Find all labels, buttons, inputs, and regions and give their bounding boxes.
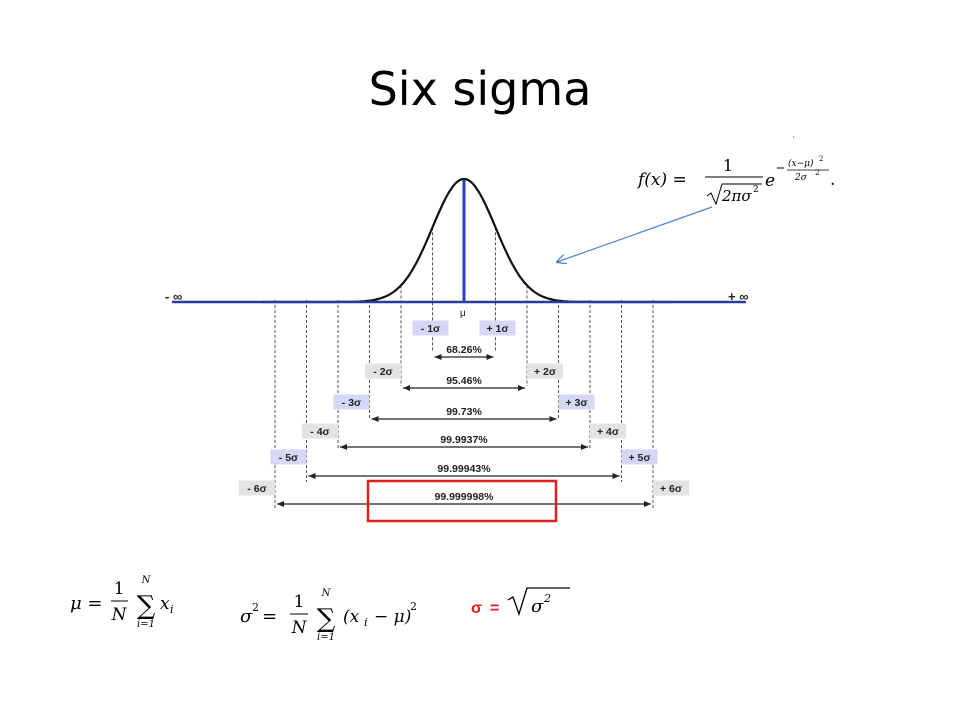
variance-square: 2 (252, 601, 259, 614)
variance-sum-icon: ∑ (317, 604, 336, 634)
pdf-exp-numerator: (x−μ) (788, 158, 814, 169)
range-label-bg-minus1 (412, 320, 449, 336)
range-label-bg-plus5 (621, 449, 658, 465)
mean-label: μ (460, 308, 466, 319)
pdf-lhs: f(x) = (636, 170, 687, 190)
bell-curve (262, 177, 672, 304)
pdf-numerator: 1 (723, 156, 733, 175)
range-label-bg-minus5 (270, 449, 307, 465)
sigma-radicand-square: 2 (543, 592, 551, 605)
pdf-exp-num-square: 2 (819, 155, 823, 163)
mean-formula: μ = 1 N N ∑ i=1 x i (70, 575, 174, 630)
range-label-bg-minus2 (365, 363, 401, 379)
pdf-exp-base: e (765, 171, 775, 191)
range-label-bg-plus2 (527, 363, 563, 379)
range-percent-4: 99.9937% (440, 434, 488, 446)
variance-eq: = (262, 606, 277, 627)
mean-frac-den: N (111, 605, 128, 625)
range-label-minus4: - 4σ (310, 426, 329, 438)
mean-frac-num: 1 (114, 579, 125, 599)
mean-sum-icon: ∑ (137, 591, 156, 621)
slide-title: Six sigma (368, 62, 592, 116)
mean-term: x (160, 594, 170, 614)
range-percent-3: 99.73% (446, 406, 482, 418)
range-label-bg-plus6 (653, 480, 689, 496)
range-label-plus3: + 3σ (565, 397, 587, 409)
range-percent-6: 99.999998% (435, 491, 495, 503)
mean-sum-lower: i=1 (137, 619, 155, 630)
range-label-minus5: - 5σ (279, 452, 298, 464)
range-percent-1: 68.26% (446, 344, 482, 356)
pdf-exp-den-square: 2 (815, 169, 819, 177)
pdf-end: . (830, 170, 835, 190)
plus-infinity-label: + ∞ (728, 289, 748, 304)
range-label-minus1: - 1σ (421, 323, 440, 335)
range-label-plus4: + 4σ (597, 426, 619, 438)
highlight-box (366, 479, 558, 523)
formula-tick-mark: ' (793, 135, 795, 144)
sigma-radicand: σ (531, 596, 544, 617)
range-label-plus5: + 5σ (628, 452, 650, 464)
pdf-den-square: 2 (753, 185, 759, 195)
range-percent-2: 95.46% (446, 375, 482, 387)
mean-lhs: μ = (70, 593, 103, 614)
variance-sum-upper: N (321, 588, 332, 599)
range-label-minus6: - 6σ (247, 483, 266, 495)
pdf-denominator: 2πσ (721, 187, 752, 205)
variance-outer-square: 2 (410, 600, 417, 613)
variance-sum-lower: i=1 (317, 632, 335, 643)
range-label-minus2: - 2σ (373, 366, 392, 378)
mean-term-sub: i (170, 603, 174, 616)
sigma-formula: σ = σ 2 (471, 587, 570, 617)
sigma-ranges: - 1σ + 1σ 68.26% - 2σ + 2σ 95.46% - 3σ + 3σ 99.7… (239, 320, 689, 507)
variance-formula: σ 2 = 1 N N ∑ i=1 (x i − μ) 2 (240, 588, 417, 643)
range-label-bg-plus3 (558, 394, 595, 410)
variance-term: (x (343, 607, 360, 627)
range-percent-5: 99.99943% (437, 463, 491, 475)
range-label-plus6: + 6σ (660, 483, 682, 495)
minus-infinity-label: - ∞ (165, 289, 182, 304)
square-root-icon (507, 587, 570, 617)
sigma-lhs: σ (471, 600, 482, 617)
formula-pointer-arrow (557, 206, 713, 262)
range-label-plus2: + 2σ (534, 366, 556, 378)
range-label-minus3: - 3σ (342, 397, 361, 409)
range-label-bg-minus6 (239, 480, 275, 496)
variance-frac-num: 1 (294, 592, 305, 612)
pdf-formula: f(x) = 1 2πσ 2 e (x−μ) 2 2σ 2 . (636, 155, 835, 206)
mean-sum-upper: N (141, 575, 152, 586)
variance-rest: − μ) (374, 607, 411, 627)
range-label-bg-plus1 (479, 320, 516, 336)
sigma-eq: = (490, 600, 499, 617)
variance-term-sub: i (364, 616, 368, 629)
range-label-plus1: + 1σ (486, 323, 508, 335)
range-label-bg-minus4 (302, 423, 338, 439)
range-label-bg-plus4 (590, 423, 626, 439)
variance-frac-den: N (291, 618, 308, 638)
range-label-bg-minus3 (333, 394, 370, 410)
pdf-exp-denominator: 2σ (794, 173, 808, 183)
variance-lhs: σ (240, 606, 253, 627)
